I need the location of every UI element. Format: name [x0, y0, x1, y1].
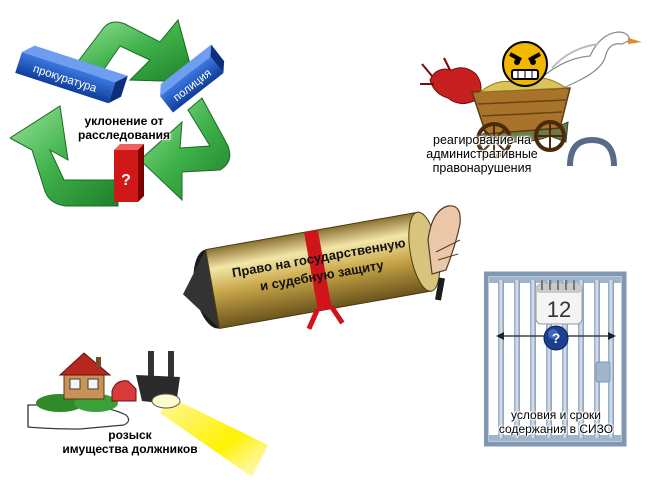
question-cube: ? [114, 144, 144, 202]
recycle-caption: уклонение от расследования [64, 114, 184, 142]
jail-caption-line1: условия и сроки [511, 408, 601, 422]
question-mark-red: ? [121, 172, 131, 189]
admin-caption-line1: реагирование на [433, 133, 531, 147]
property-caption: розыск имущества должников [40, 428, 220, 456]
spotlight-icon [136, 351, 181, 409]
jail-lock-icon [595, 361, 611, 383]
admin-caption-line2: административные [426, 147, 538, 161]
recycle-arrow-bottom [10, 105, 119, 207]
property-caption-line1: розыск [108, 428, 152, 442]
question-mark-blue: ? [552, 330, 561, 346]
property-caption-line2: имущества должников [62, 442, 198, 456]
angry-face-icon [502, 41, 548, 87]
jail-caption: условия и сроки содержания в СИЗО [480, 408, 632, 436]
admin-caption: реагирование на административные правона… [397, 133, 567, 175]
calendar-icon: 12 [535, 280, 583, 325]
recycle-arrows-illustration: прокуратура полиция ? [10, 18, 231, 207]
horseshoe-icon [567, 136, 617, 167]
recycle-arrow-right [139, 97, 231, 202]
recycle-caption-line2: расследования [78, 128, 170, 142]
recycle-arrow-top [69, 18, 196, 83]
scroll-ribbon [304, 229, 332, 312]
jail-caption-line2: содержания в СИЗО [498, 422, 614, 436]
recycle-caption-line1: уклонение от [84, 114, 164, 128]
cart-chaos-illustration [420, 31, 642, 167]
hand-icon [427, 205, 461, 275]
calendar-day: 12 [547, 297, 571, 322]
jail-bars [498, 280, 614, 438]
diploma-scroll-illustration: Право на государственную и судебную защи… [182, 205, 461, 330]
question-circle-icon: ? [543, 325, 569, 351]
jail-cell-illustration: 12 ? [484, 271, 627, 447]
spotlight-beam [160, 397, 268, 477]
property-spotlight-illustration [27, 351, 268, 477]
house-icon [58, 352, 112, 400]
car-icon [111, 380, 137, 402]
admin-caption-line3: правонарушения [432, 161, 532, 175]
